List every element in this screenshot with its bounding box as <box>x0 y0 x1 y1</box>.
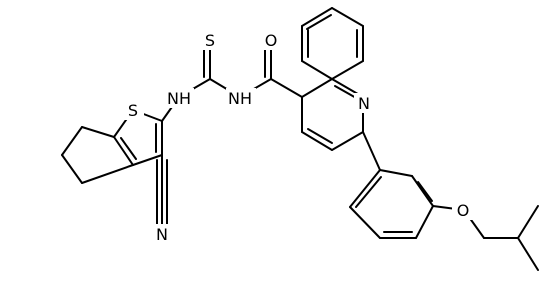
atom-label: O <box>457 201 470 220</box>
bonds <box>61 7 539 271</box>
bond <box>306 14 332 30</box>
atom-nh-amide: NH <box>226 88 256 108</box>
bond <box>270 78 303 98</box>
bond <box>349 169 381 208</box>
bond <box>355 176 382 208</box>
atom-label: S <box>128 101 138 120</box>
bond <box>307 128 333 144</box>
bond <box>417 181 433 202</box>
bond <box>349 206 381 239</box>
bond <box>362 131 381 171</box>
bond <box>331 131 364 151</box>
bond <box>415 205 434 239</box>
bond <box>132 154 163 166</box>
atom-s-thiourea: S <box>199 30 221 50</box>
atom-n-nitrile: N <box>152 224 172 244</box>
bond <box>113 136 134 166</box>
bond <box>61 154 83 184</box>
atom-label: NH <box>228 89 252 108</box>
bond <box>331 60 364 80</box>
bond <box>517 205 539 239</box>
bond <box>517 237 539 271</box>
bond <box>81 164 134 184</box>
atom-label: N <box>358 94 370 113</box>
atom-nh-thio: NH <box>164 88 194 108</box>
atom-label: NH <box>167 89 191 108</box>
bond <box>301 131 333 151</box>
atom-o-ether: O <box>452 200 474 220</box>
atom-label: N <box>156 225 168 244</box>
bond <box>120 137 137 160</box>
bond <box>379 169 413 177</box>
atom-s-thiophene: S <box>122 100 144 120</box>
atom-labels: O N S NH NH S N O <box>122 30 474 244</box>
bond <box>301 78 333 98</box>
bond <box>301 7 333 27</box>
atom-o-carbonyl: O <box>260 30 282 50</box>
bond <box>301 60 333 80</box>
bond <box>331 7 364 27</box>
atom-label: O <box>265 31 278 50</box>
bond <box>411 175 434 207</box>
bond <box>61 126 83 156</box>
atom-label: S <box>205 31 215 50</box>
bond <box>81 126 115 138</box>
atom-n-quinoline: N <box>354 93 374 113</box>
